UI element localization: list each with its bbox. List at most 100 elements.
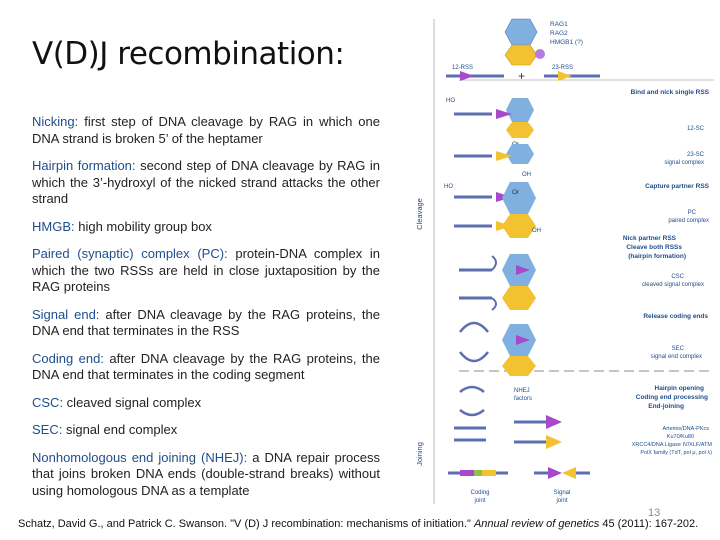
coding-end-hairpin: [459, 321, 489, 333]
definition-nicking: Nicking: first step of DNA cleavage by R…: [32, 114, 380, 147]
label-signal-end-complex: signal end complex: [651, 354, 702, 360]
coding-segment-left: [460, 470, 474, 476]
label-signal-complex: signal complex: [664, 160, 704, 166]
coding-segment-right: [482, 470, 496, 476]
rag2-shape: [502, 214, 536, 238]
page-title: V(D)J recombination:: [32, 36, 345, 72]
slide-number: 13: [648, 507, 661, 519]
axis-label-joining: Joining: [415, 442, 424, 466]
definition-coding-end: Coding end: after DNA cleavage by the RA…: [32, 351, 380, 384]
signal-label: Signal: [554, 490, 571, 496]
step-hairpin-opening: Hairpin opening: [655, 385, 705, 392]
oh-label: OH: [522, 172, 531, 178]
definition-sec: SEC: signal end complex: [32, 422, 380, 439]
legend-hmgb1: HMGB1 (?): [550, 39, 583, 46]
or-label: Or: [512, 189, 520, 196]
term-label: Paired (synaptic) complex (PC):: [32, 246, 228, 261]
legend-rag2: RAG2: [550, 30, 568, 37]
hmgb1-legend-shape: [535, 49, 545, 59]
term-label: Coding end:: [32, 350, 104, 366]
rss12-triangle: [460, 71, 474, 81]
rag2-shape: [506, 122, 534, 138]
rss23-triangle: [496, 151, 512, 161]
rss23-triangle: [558, 71, 572, 81]
coding-end-hairpin: [459, 351, 489, 363]
term-label: Nicking:: [32, 114, 79, 129]
rss23-triangle: [516, 293, 530, 303]
rag1-shape: [506, 98, 534, 122]
step-coding-end-processing: Coding end processing: [636, 394, 708, 401]
definitions-list: Nicking: first step of DNA cleavage by R…: [32, 114, 380, 510]
step-hairpin-formation: (hairpin formation): [628, 253, 686, 260]
factor-ku: Ku70/Ku80: [667, 434, 694, 440]
term-label: SEC:: [32, 422, 63, 437]
step-bind-nick: Bind and nick single RSS: [631, 89, 710, 96]
label-12sc: 12-SC: [687, 126, 705, 132]
joint-label: joint: [555, 498, 567, 504]
nhej-factors-label: factors: [514, 396, 532, 402]
factor-polx: PolX family (TdT, pol μ, pol λ): [640, 450, 712, 456]
rag1-legend-shape: [504, 18, 538, 46]
rag2-legend-shape: [504, 44, 538, 66]
rss23-triangle: [562, 467, 576, 479]
nhej-label: NHEJ: [514, 388, 530, 394]
term-label: Signal end:: [32, 306, 100, 322]
definition-paired-complex: Paired (synaptic) complex (PC): protein-…: [32, 246, 380, 296]
coding-end-hairpin: [459, 409, 485, 417]
definition-hairpin: Hairpin formation: second step of DNA cl…: [32, 158, 380, 208]
rss23-triangle: [546, 435, 562, 449]
joint-label: joint: [473, 498, 485, 504]
definition-csc: CSC: cleaved signal complex: [32, 395, 380, 412]
label-sec: SEC: [672, 346, 685, 352]
definition-text: cleaved signal complex: [63, 394, 202, 410]
plus-sign: +: [518, 69, 525, 83]
definition-text: first step of DNA cleavage by RAG in whi…: [32, 114, 380, 146]
definition-nhej: Nonhomologous end joining (NHEJ): a DNA …: [32, 450, 380, 500]
definition-text: protein-DNA complex in which the two RSS…: [32, 246, 381, 294]
rag1-shape: [502, 182, 536, 214]
rss23-triangle: [516, 361, 530, 371]
term-label: Hairpin formation:: [32, 158, 136, 173]
rss12-triangle: [546, 415, 562, 429]
rss12-triangle: [496, 109, 512, 119]
definition-signal-end: Signal end: after DNA cleavage by the RA…: [32, 307, 380, 340]
rss23-triangle: [496, 221, 512, 231]
term-label: Nonhomologous end joining (NHEJ):: [32, 449, 248, 465]
label-23sc: 23-SC: [687, 152, 705, 158]
definition-text: a DNA repair process that joins broken D…: [32, 449, 380, 498]
definition-text: second step of DNA cleavage by RAG in wh…: [32, 158, 380, 206]
ho-label: HO: [446, 98, 455, 104]
label-csc: CSC: [671, 274, 684, 280]
citation: Schatz, David G., and Patrick C. Swanson…: [18, 518, 698, 530]
rss12-label: 12-RSS: [452, 65, 473, 71]
definition-text: after DNA cleavage by the RAG proteins, …: [32, 306, 380, 339]
citation-journal: Annual review of genetics: [473, 518, 600, 530]
rss23-label: 23-RSS: [552, 65, 573, 71]
term-label: CSC:: [32, 394, 64, 410]
definition-text: signal end complex: [62, 422, 178, 437]
factor-xrcc4: XRCC4/DNA Ligase IV/XLF/ATM: [632, 442, 713, 448]
step-nick-partner: Nick partner RSS: [623, 235, 677, 242]
definition-hmgb: HMGB: high mobility group box: [32, 219, 380, 236]
hairpin-end: [491, 255, 497, 271]
legend-rag1: RAG1: [550, 21, 568, 28]
oh-label: OH: [532, 228, 541, 234]
coding-label: Coding: [470, 490, 489, 496]
axis-label-cleavage: Cleavage: [415, 198, 424, 230]
rag1-shape: [506, 144, 534, 164]
step-release: Release coding ends: [643, 313, 708, 320]
label-cleaved-signal-complex: cleaved signal complex: [642, 282, 704, 288]
coding-end-hairpin: [459, 385, 485, 393]
factor-artemis: Artemis/DNA-PKcs: [663, 426, 710, 432]
label-pc: PC: [688, 210, 697, 216]
step-capture: Capture partner RSS: [645, 183, 710, 190]
citation-suffix: 45 (2011): 167-202.: [599, 518, 699, 530]
hairpin-end: [491, 297, 497, 311]
citation-prefix: Schatz, David G., and Patrick C. Swanson…: [18, 518, 474, 530]
step-cleave-both: Cleave both RSSs: [626, 244, 682, 251]
vdj-recombination-figure: Cleavage Joining RAG1 RAG2 HMGB1 (?) 12-…: [415, 18, 714, 504]
definition-text: high mobility group box: [74, 218, 212, 234]
coding-joint-insert: [474, 470, 482, 476]
ho-label: HO: [444, 184, 453, 190]
label-paired-complex: paired complex: [668, 218, 709, 224]
